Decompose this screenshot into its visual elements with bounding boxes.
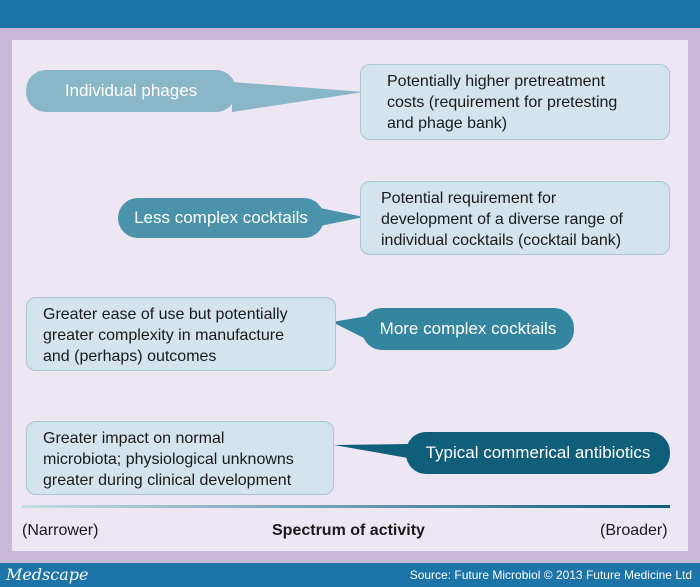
note-line: greater complexity in manufacture [43,327,284,344]
medscape-logo: Medscape [6,565,89,584]
pill-more-complex-cocktails: More complex cocktails [362,308,574,350]
note-line: and (perhaps) outcomes [43,348,217,365]
connector-2 [320,208,364,226]
note-box-row-4: Greater impact on normal microbiota; phy… [26,421,334,495]
connector-1 [232,82,364,112]
note-line: costs (requirement for pretesting [387,94,618,111]
note-line: development of a diverse range of [381,211,623,228]
diagram-panel: Individual phages Potentially higher pre… [12,40,688,551]
note-line: Potential requirement for [381,190,557,207]
axis-label-narrower: (Narrower) [22,522,99,539]
top-header-bar [0,0,700,28]
note-line: and phage bank) [387,115,508,132]
pill-typical-commercial-antibiotics: Typical commerical antibiotics [406,432,670,474]
note-box-row-1: Potentially higher pretreatment costs (r… [360,64,670,140]
note-line: Potentially higher pretreatment [387,73,605,90]
note-box-row-3: Greater ease of use but potentially grea… [26,297,336,371]
note-line: microbiota; physiological unknowns [43,451,294,468]
footer-bar: Medscape Source: Future Microbiol © 2013… [0,563,700,587]
axis-title: Spectrum of activity [272,522,425,539]
source-credit: Source: Future Microbiol © 2013 Future M… [409,568,692,582]
note-line: greater during clinical development [43,472,292,489]
note-line: Greater ease of use but potentially [43,306,288,323]
spectrum-axis-line [22,505,670,508]
note-box-row-2: Potential requirement for development of… [360,181,670,255]
pill-individual-phages: Individual phages [26,70,236,112]
note-line: Greater impact on normal [43,430,225,447]
pill-less-complex-cocktails: Less complex cocktails [118,198,324,238]
note-line: individual cocktails (cocktail bank) [381,232,622,249]
figure-frame: Individual phages Potentially higher pre… [0,28,700,563]
axis-label-broader: (Broader) [600,522,668,539]
connector-4 [334,444,408,458]
